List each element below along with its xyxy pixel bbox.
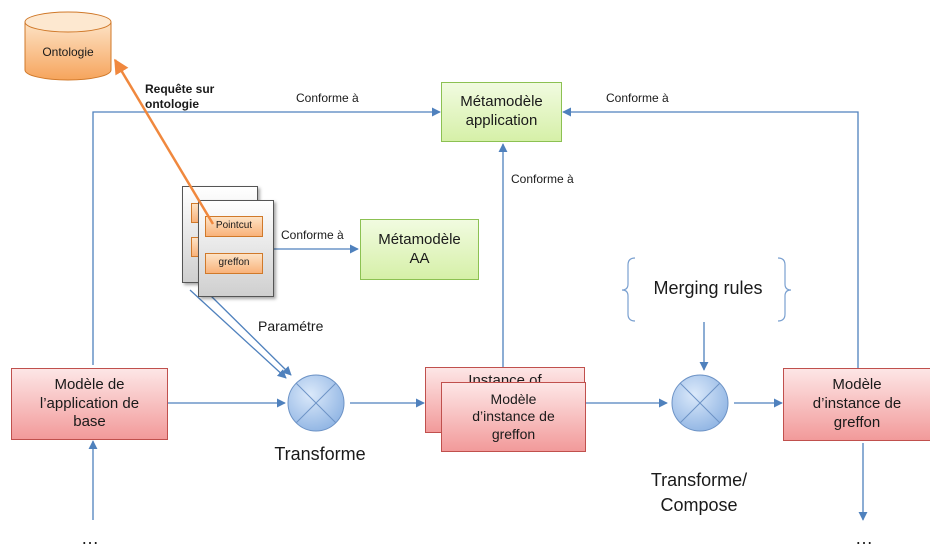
modele-base-label: Modèle de l’application de base: [39, 375, 140, 431]
conforme-mid-label: Conforme à: [511, 172, 574, 186]
metamodele-application-node: Métamodèle application: [441, 82, 562, 142]
aspect-card-front: Pointcut greffon: [198, 200, 274, 297]
edge-param-2: [209, 294, 292, 376]
transform-operator: [287, 374, 345, 432]
metamodele-aa-node: Métamodèle AA: [360, 219, 479, 280]
compose-label: Transforme/ Compose: [650, 470, 748, 515]
merging-rules-braces: [621, 257, 792, 322]
parametre-label: Paramétre: [258, 318, 324, 334]
modele-instance-front-label: Modèle d’instance de greffon: [472, 390, 555, 442]
greffon-label: greffon: [218, 257, 250, 269]
ontologie-node: Ontologie: [25, 32, 111, 72]
modele-base-node: Modèle de l’application de base: [11, 368, 168, 440]
merging-rules-label: Merging rules: [653, 278, 763, 298]
conforme-aa-label: Conforme à: [281, 228, 344, 242]
compose-operator: [671, 374, 729, 432]
ontologie-label: Ontologie: [42, 44, 94, 59]
pointcut-label: Pointcut: [215, 220, 253, 232]
edge-param-1: [189, 289, 287, 379]
modele-instance-front-node: Modèle d’instance de greffon: [441, 382, 586, 452]
conforme-connectors: [88, 107, 868, 521]
edge-base-to-metamodele: [92, 107, 441, 365]
modele-instance-right-label: Modèle d’instance de greffon: [812, 376, 902, 431]
pointcut-box: Pointcut: [205, 216, 263, 237]
ellipsis-right: …: [855, 528, 873, 548]
conforme-right-label: Conforme à: [606, 91, 669, 105]
greffon-box: greffon: [205, 253, 263, 274]
metamodele-aa-label: Métamodèle AA: [378, 230, 461, 267]
ellipsis-left: …: [81, 528, 99, 548]
edge-right-to-metamodele: [562, 107, 859, 370]
modele-instance-right-node: Modèle d’instance de greffon: [783, 368, 930, 441]
conforme-left-label: Conforme à: [296, 91, 359, 105]
ontologie-cylinder: [24, 11, 112, 81]
transform-label: Transforme: [274, 444, 366, 464]
requete-label: Requête sur ontologie: [145, 81, 215, 112]
metamodele-application-label: Métamodèle application: [460, 93, 543, 129]
